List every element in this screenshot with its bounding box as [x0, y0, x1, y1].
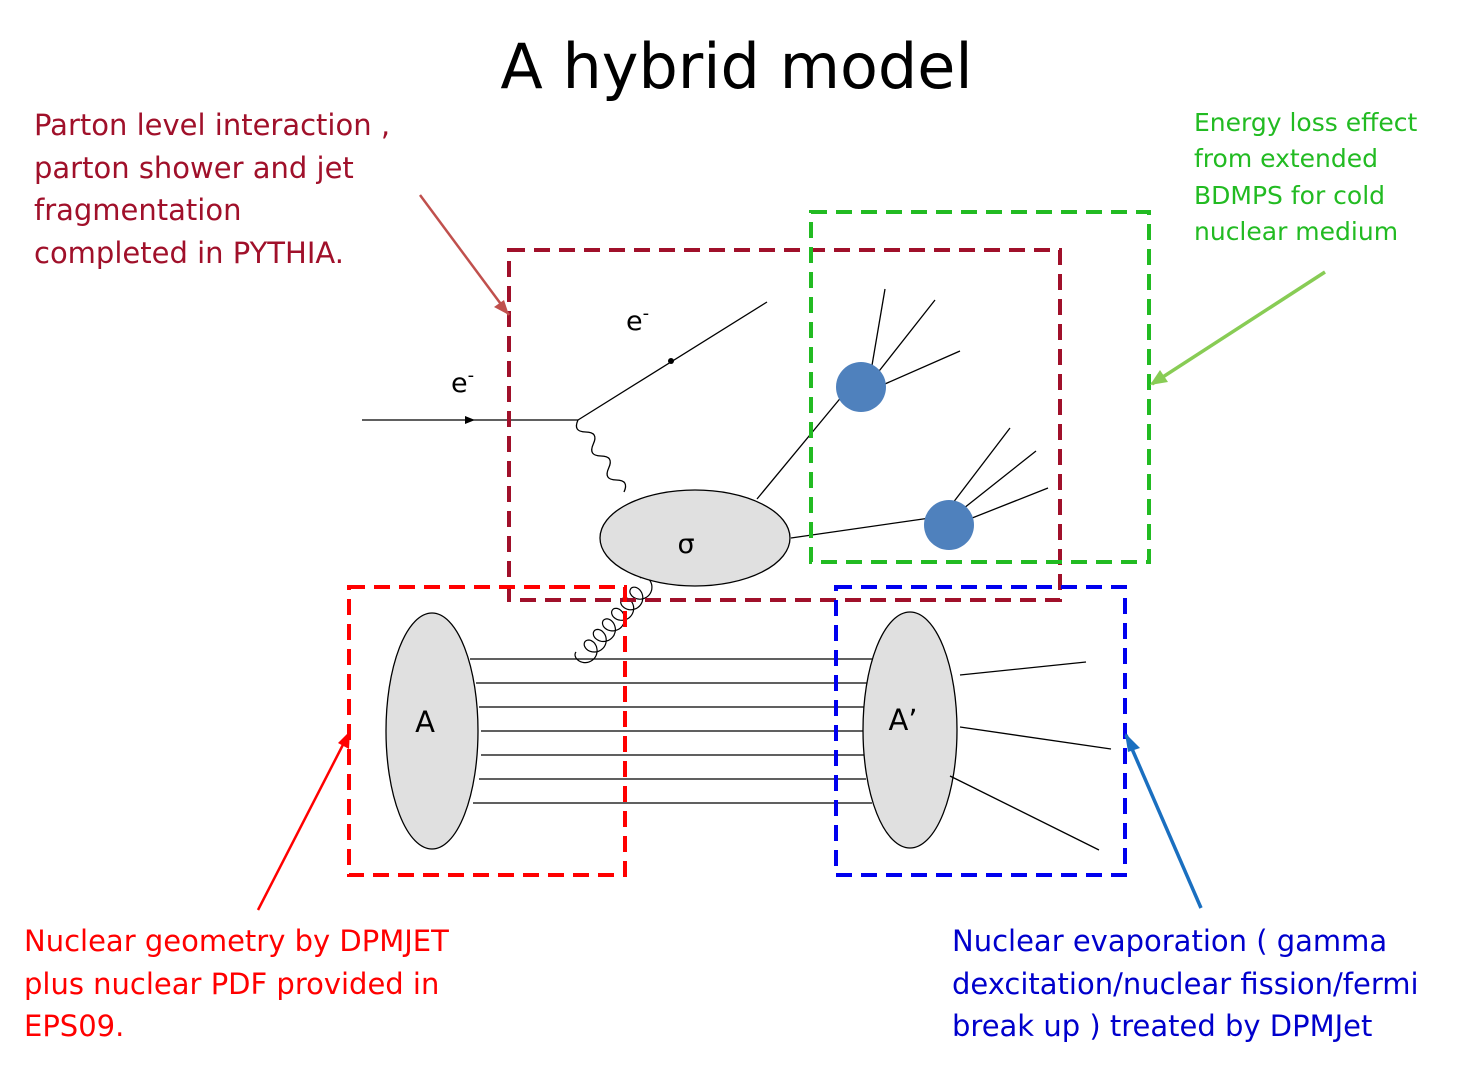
evaporation-arrow	[1124, 733, 1203, 909]
annotation-line: parton shower and jet	[34, 150, 354, 185]
jet-line	[756, 394, 844, 500]
parton-arrow	[418, 194, 511, 316]
jet-lines	[756, 288, 1049, 539]
annotation-line: Parton level interaction ,	[34, 108, 391, 142]
sigma-ellipse	[599, 489, 791, 587]
electron-in-label: e-	[451, 365, 474, 399]
jet-fragment	[945, 427, 1011, 513]
evaporation-line	[959, 661, 1087, 676]
pythia-box	[507, 248, 1062, 602]
evaporation-annotation: Nuclear evaporation ( gamma dexcitation/…	[952, 920, 1419, 1048]
jet-line	[790, 517, 931, 539]
nuclear-geometry-annotation: Nuclear geometry by DPMJET plus nuclear …	[24, 920, 449, 1048]
outgoing-electron-arrow	[668, 358, 674, 364]
parton-level-annotation: Parton level interaction , parton shower…	[34, 104, 390, 275]
nuclear-strings	[470, 658, 874, 804]
evaporation-lines	[949, 661, 1112, 851]
gluon-line	[574, 576, 653, 664]
annotation-line: Energy loss effect	[1194, 108, 1418, 137]
nucleus-ellipse	[385, 612, 479, 850]
incoming-electron-arrow	[465, 416, 475, 424]
electron-out-symbol: e	[626, 306, 643, 337]
annotation-line: nuclear medium	[1194, 216, 1399, 246]
energy-loss-arrow	[1150, 270, 1326, 386]
remnant-label: A’	[888, 703, 917, 737]
annotation-line: Nuclear geometry by DPMJET	[24, 924, 449, 958]
annotation-line: Nuclear evaporation ( gamma	[952, 924, 1388, 958]
jet-fragment	[869, 288, 886, 378]
jet-fragment	[961, 487, 1049, 523]
electron-in-charge: -	[468, 365, 475, 386]
energy-loss-box	[809, 210, 1151, 564]
sigma-label: σ	[677, 529, 694, 560]
annotation-line: dexcitation/nuclear fission/fermi	[952, 966, 1419, 1001]
jet-blob	[924, 500, 974, 550]
evaporation-line	[949, 775, 1100, 851]
annotation-line: completed in PYTHIA.	[34, 235, 344, 270]
annotation-line: from extended	[1194, 144, 1379, 174]
electron-in-symbol: e	[451, 368, 468, 399]
jet-fragment	[871, 299, 936, 381]
electron-out-label: e-	[626, 303, 649, 337]
jet-blob	[836, 362, 886, 412]
annotation-line: fragmentation	[34, 193, 242, 228]
jet-fragment	[953, 450, 1037, 517]
energy-loss-annotation: Energy loss effect from extended BDMPS f…	[1194, 105, 1417, 250]
evaporation-box	[834, 585, 1127, 877]
nuclear-geometry-arrow	[256, 731, 351, 911]
slide-title: A hybrid model	[500, 30, 973, 103]
jet-fragment	[877, 350, 961, 388]
annotation-line: EPS09.	[24, 1009, 125, 1044]
electron-out-charge: -	[643, 303, 650, 324]
nucleus-label: A	[415, 705, 435, 739]
annotation-line: break up ) treated by DPMJet	[952, 1009, 1373, 1044]
evaporation-line	[959, 726, 1112, 750]
annotation-line: plus nuclear PDF provided in	[24, 966, 440, 1001]
virtual-photon	[575, 419, 627, 493]
remnant-ellipse	[862, 611, 958, 849]
annotation-line: BDMPS for cold	[1194, 180, 1386, 210]
nuclear-geometry-box	[347, 585, 627, 877]
